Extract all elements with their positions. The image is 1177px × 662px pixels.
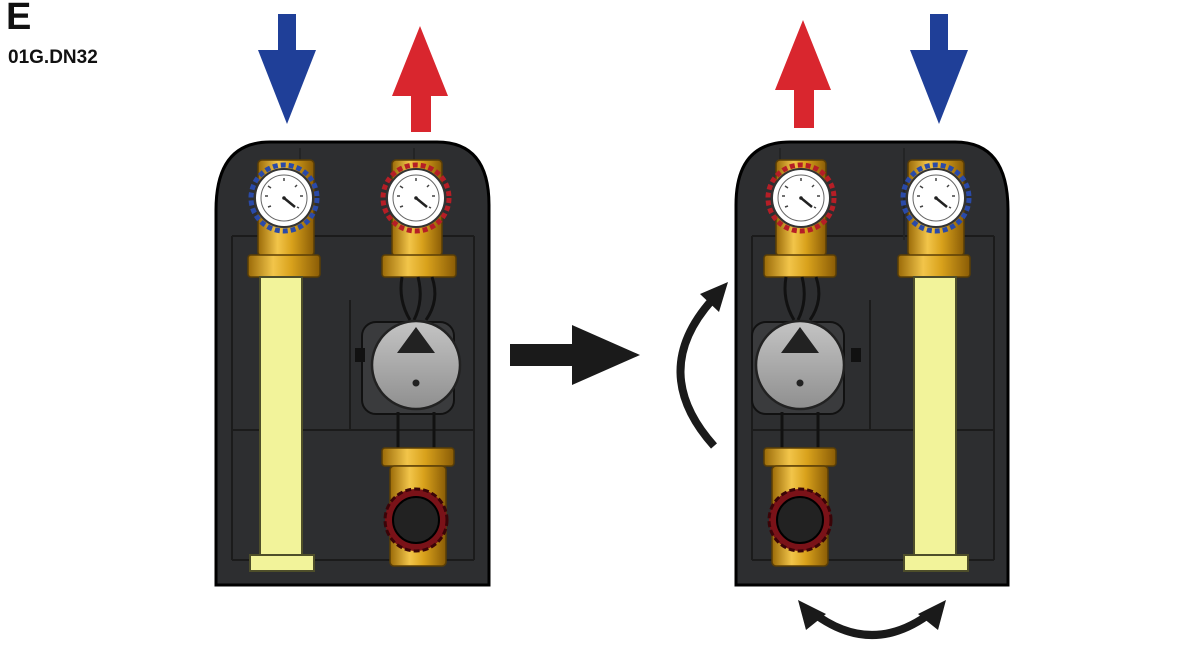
- thermometer-gauge-icon: [900, 162, 972, 234]
- section-letter: E: [6, 0, 32, 38]
- brass-nut: [897, 254, 971, 278]
- arrow-down-icon: [910, 14, 968, 124]
- thermometer-gauge-icon: [380, 162, 452, 234]
- thermometer-gauge-icon: [248, 162, 320, 234]
- pump-icon: [751, 319, 861, 415]
- station-before: [214, 14, 491, 587]
- arrow-up-icon: [392, 26, 448, 132]
- yellow-pipe: [259, 276, 303, 561]
- arrow-down-icon: [258, 14, 316, 124]
- valve-knob-icon: [383, 487, 449, 553]
- valve-knob-icon: [767, 487, 833, 553]
- model-code: 01G.DN32: [8, 47, 98, 68]
- brass-nut: [763, 254, 837, 278]
- brass-nut: [381, 254, 457, 278]
- thermometer-gauge-icon: [765, 162, 837, 234]
- brass-nut: [763, 447, 837, 467]
- yellow-pipe: [913, 276, 957, 561]
- shell-seam: [231, 235, 475, 561]
- station-after: [734, 14, 1010, 587]
- rotate-arrow-icon: [676, 282, 728, 449]
- pipe-base: [903, 554, 969, 572]
- pump-cables: [783, 276, 821, 321]
- brass-nut: [247, 254, 321, 278]
- pipe-base: [249, 554, 315, 572]
- right-arrow-icon: [510, 325, 640, 385]
- pump-icon: [355, 319, 462, 415]
- arrow-up-icon: [775, 20, 831, 128]
- brass-nut: [381, 447, 455, 467]
- pump-cables: [399, 276, 437, 321]
- swap-arrow-icon: [798, 600, 946, 639]
